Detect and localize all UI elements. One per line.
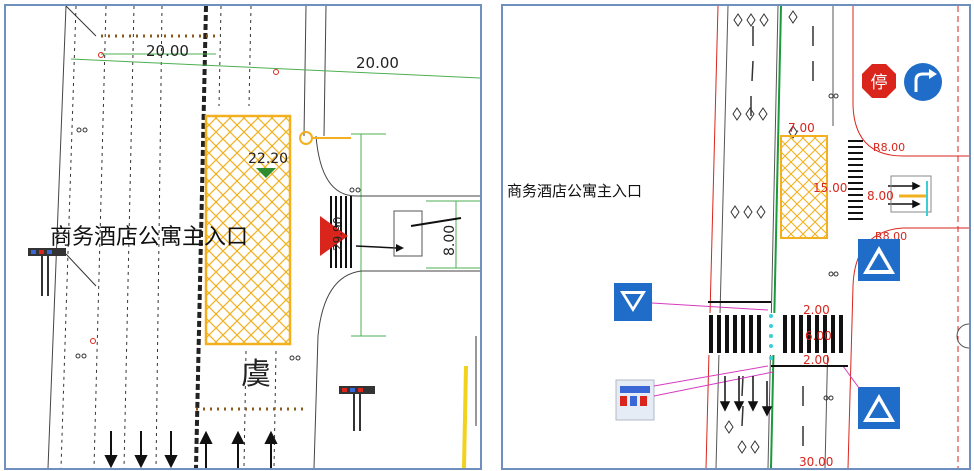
arrow-head-icon [396, 244, 404, 252]
radius-top: R8.00 [873, 141, 905, 154]
side-lane-arrows [888, 181, 921, 209]
stop-sign-glyph: 停 [871, 73, 888, 93]
plot-label: 虞 [241, 357, 271, 392]
hotel-entrance-label: 商务酒店公寓主入口 [50, 225, 248, 250]
crosswalk-dim-top: 2.00 [803, 303, 830, 317]
diagonal-line [65, 6, 97, 37]
red-mark [90, 338, 96, 344]
traffic-light-icon [615, 379, 655, 421]
crosswalk-side [848, 140, 863, 220]
crosswalk-dim-mid: 6.00 [805, 329, 832, 343]
bottom-lane-arrows [104, 430, 278, 468]
dimension-lines [70, 53, 480, 337]
left-cad-drawing: 20.00 20.00 22.20 商务酒店公寓主入口 [28, 6, 480, 468]
edge-marking [462, 365, 468, 468]
road-edge [303, 6, 307, 137]
signal-icon [299, 131, 313, 145]
right-drawing-panel: 7.00 15.00 商务酒店公寓主入口 停 R8.00 R8.00 [501, 4, 971, 470]
right-cad-drawing: 7.00 15.00 商务酒店公寓主入口 停 R8.00 R8.00 [507, 6, 969, 468]
traffic-light-pole-icon [28, 248, 97, 296]
elevation-triangle-icon [256, 168, 276, 178]
bicycle-icon [823, 93, 839, 401]
hotel-entrance-label: 商务酒店公寓主入口 [507, 182, 642, 200]
stop-line-dim: 29.90 [331, 217, 345, 251]
hatched-median-area [780, 135, 828, 239]
dim-15: 15.00 [813, 181, 847, 195]
road-edge-left [47, 6, 67, 468]
edge-symbol [956, 323, 969, 349]
crosswalk-background [708, 313, 843, 355]
dim-top-left: 20.00 [146, 42, 189, 60]
red-mark [273, 69, 279, 75]
dim-30: 30.00 [799, 455, 833, 468]
curb-curve-bottom [313, 270, 480, 468]
dim-8: 8.00 [867, 189, 894, 203]
yield-sign-icon [614, 283, 652, 321]
stop-triangle-icon [320, 216, 348, 256]
lane-edges [715, 6, 834, 468]
crosswalk-dim-bottom: 2.00 [803, 353, 830, 367]
dim-top-right: 20.00 [356, 54, 399, 72]
pedestrian-crossing-sign-icon [858, 387, 900, 429]
lane-arrow [355, 245, 397, 249]
lane-dashes [741, 26, 814, 446]
diamond-markings [724, 10, 798, 454]
stop-sign-icon: 停 [862, 64, 896, 98]
traffic-light-pole-icon [339, 386, 375, 431]
lane-box [890, 175, 932, 213]
green-median-line [770, 6, 782, 468]
median-line [194, 6, 208, 468]
left-drawing-panel: 20.00 20.00 22.20 商务酒店公寓主入口 [4, 4, 482, 470]
turn-sign-icon [904, 63, 942, 101]
dim-7: 7.00 [788, 121, 815, 135]
pedestrian-crossing-sign-icon [858, 239, 900, 281]
elevation-label: 22.20 [248, 151, 288, 167]
curb-curve-top [315, 135, 480, 197]
bottom-lane-arrows [719, 376, 773, 417]
cyan-points [769, 314, 773, 360]
lane-width-dim: 8.00 [442, 225, 458, 256]
lane-arrow [410, 217, 462, 227]
red-mark [98, 52, 104, 58]
bicycle-icon [75, 127, 361, 361]
hatched-median-area [204, 114, 292, 346]
lane-box [393, 210, 423, 257]
main-crosswalk [709, 315, 843, 353]
